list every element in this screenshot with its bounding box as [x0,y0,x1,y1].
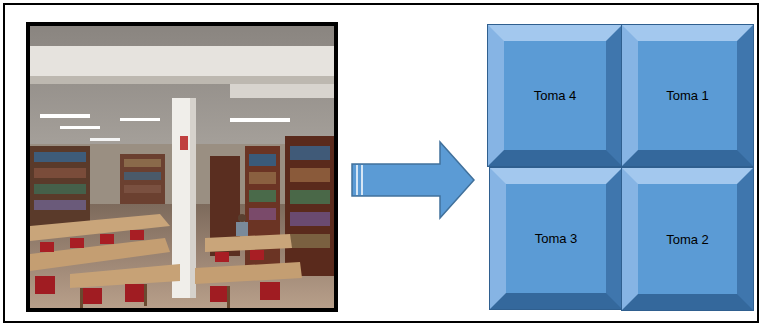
block-arrow [345,135,480,225]
library-photo [26,22,338,312]
bevel-box: Toma 4 [488,25,622,166]
box-label: Toma 2 [666,232,709,247]
bevel-box: Toma 1 [622,25,753,166]
bevel-box: Toma 3 [490,168,622,309]
box-label: Toma 3 [535,231,578,246]
box-label: Toma 4 [534,88,577,103]
bevel-box: Toma 2 [622,168,753,310]
box-label: Toma 1 [666,88,709,103]
